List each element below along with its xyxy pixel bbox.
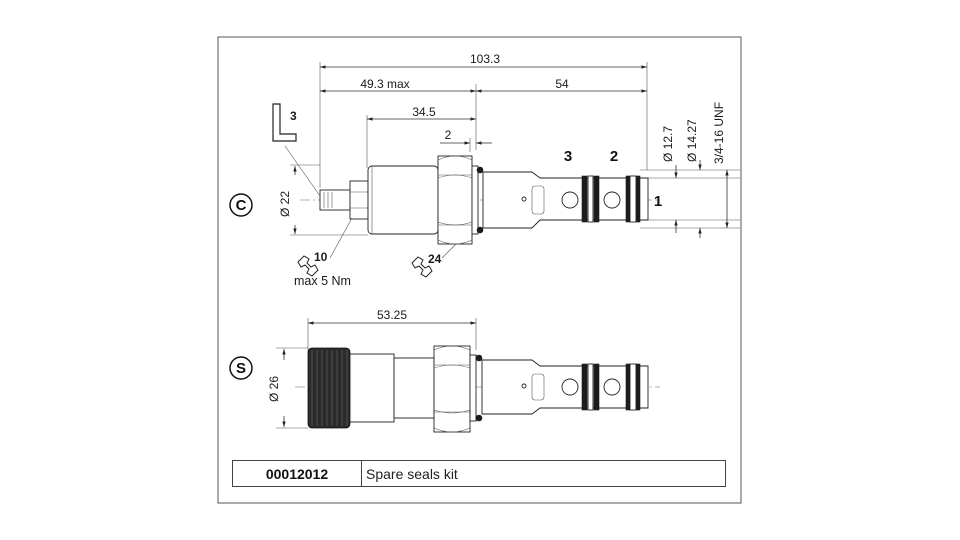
wrench-small-icon [297, 255, 319, 277]
dim-dia-s-body: Ø 26 [267, 376, 281, 402]
dim-s-length: 53.25 [377, 308, 407, 322]
view-s-labels: S Ø 26 [229, 347, 308, 429]
knurled-knob [307, 347, 351, 429]
right-diameter-dimensions: Ø 12.7 Ø 14.27 3/4-16 UNF [640, 102, 740, 238]
variant-c-label: C [236, 197, 247, 214]
dim-small-gap: 2 [445, 128, 452, 142]
lock-nut-small [349, 180, 369, 220]
dim-dia-large: Ø 14.27 [685, 119, 699, 162]
spare-kit-table: 00012012 Spare seals kit [232, 460, 726, 487]
dim-thread: 3/4-16 UNF [712, 102, 726, 164]
torque-label: max 5 Nm [294, 274, 351, 288]
dim-overall-length: 103.3 [470, 52, 500, 66]
port-2-hole [603, 191, 621, 209]
view-c-labels: C Ø 22 3 2 1 3 10 max 5 Nm 24 [229, 103, 662, 288]
spare-kit-description: Spare seals kit [366, 465, 458, 482]
adjust-body [367, 165, 439, 235]
view-c-cartridge [300, 155, 660, 245]
port-2-label: 2 [610, 148, 618, 165]
view-c-badge [229, 193, 253, 217]
view-s-badge [229, 356, 253, 380]
dim-dia-c-body: Ø 22 [278, 191, 292, 217]
spare-kit-code: 00012012 [233, 461, 362, 486]
wrench-small-size: 10 [314, 250, 328, 264]
dim-dia-small: Ø 12.7 [661, 126, 675, 162]
hex-key-size: 3 [290, 109, 297, 123]
port-3-hole [561, 191, 579, 209]
hex-nut [437, 155, 473, 245]
drawing-frame [217, 36, 742, 504]
wrench-large-size: 24 [428, 252, 442, 266]
variant-s-label: S [236, 360, 246, 377]
wrench-large-icon [411, 256, 433, 278]
port-1-label: 1 [654, 193, 662, 210]
dim-cartridge-length: 54 [555, 77, 569, 91]
dim-adjust-length: 49.3 max [360, 77, 409, 91]
view-s-cartridge: 53.25 [295, 308, 660, 433]
s-hex-nut [433, 345, 471, 433]
adjust-screw [319, 189, 351, 211]
top-dimensions: 103.3 49.3 max 54 34.5 2 [319, 52, 648, 188]
port-3-label: 3 [564, 148, 572, 165]
hex-key-icon [272, 103, 297, 142]
dim-nut-offset: 34.5 [412, 105, 436, 119]
